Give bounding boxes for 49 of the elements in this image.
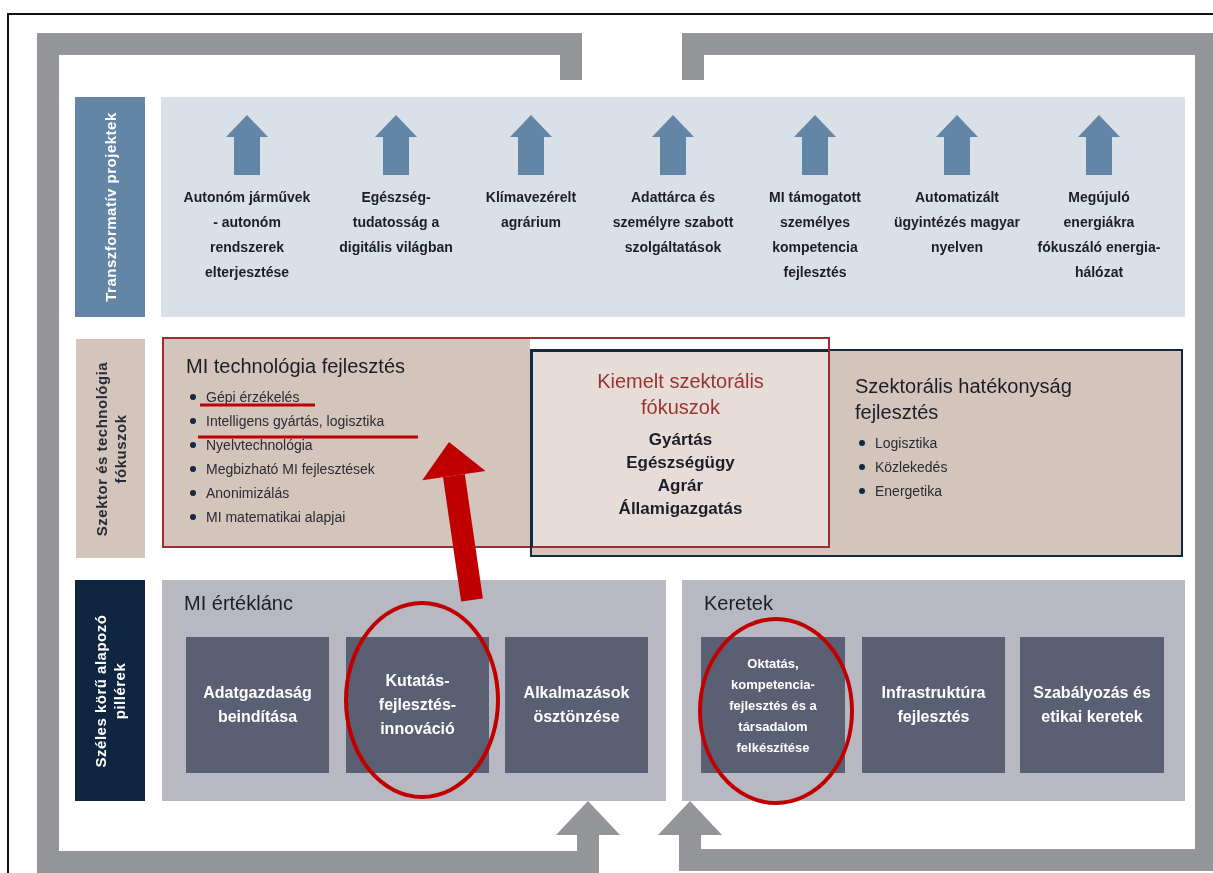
row-label: Szektor és technológia fókuszok [91,360,130,538]
panel-heading: MI technológia fejlesztés [186,354,406,379]
sector-item: Gyártás [648,429,713,451]
project-label: Egészség-tudatosság a digitális világban [330,185,462,260]
list-item: Energetika [855,479,942,503]
list-item: Logisztika [855,431,938,455]
cycle-arrow [658,33,1213,871]
pillar-box [346,637,489,773]
panel-heading: Kiemelt szektorális fókuszok [596,369,765,420]
project-label: Megújuló energiákra fókuszáló energia-hálózat [1033,185,1165,285]
pillar-label: Alkalmazások ösztönzése [522,683,631,727]
pillar-label: Oktatás, kompetencia-fejlesztés és a társadalom felkészítése [728,654,818,757]
pillar-label: Adatgazdaság beindítása [202,683,313,727]
project-band [161,97,1185,317]
list-item: Nyelvtechnológia [186,433,313,457]
cycle-arrow [37,33,620,873]
sector-item: Egészségügy [626,452,735,474]
pillar-label: Infrastruktúra fejlesztés [880,683,987,727]
focus-panel [162,337,530,548]
project-label: Automatizált ügyintézés magyar nyelven [891,185,1023,260]
row-label: Széles körű alapozó pillérek [91,613,129,769]
sector-item: Agrár [657,475,704,497]
pillar-label: Szabályozás és etikai keretek [1032,683,1152,727]
panel-heading: Szektorális hatékonyság fejlesztés [855,374,1073,425]
pillar-label: Kutatás-fejlesztés-innováció [377,671,458,739]
pillar-panel [682,580,1185,801]
project-label: Autonóm járművek - autonóm rendszerek elterjesztése [181,185,313,285]
project-label: Klímavezérelt agrárium [465,185,597,235]
pillar-box [862,637,1005,773]
row-label-band [75,580,145,801]
sector-item: Államigazgatás [618,498,743,520]
list-item: Közlekedés [855,455,948,479]
project-label: MI támogatott személyes kompetencia fejlesztés [749,185,881,285]
panel-heading: MI értéklánc [184,592,293,614]
pillar-box [1020,637,1164,773]
pillar-box [505,637,648,773]
list-item: Megbizható MI fejlesztések [186,457,375,481]
row-label: Transzformatív projektek [100,111,120,304]
row-label-band [75,97,145,317]
list-item: Intelligens gyártás, logisztika [186,409,385,433]
pillar-panel [162,580,666,801]
panel-heading: Keretek [704,592,773,614]
list-item: Gépi érzékelés [186,385,300,409]
pillar-box [701,637,845,773]
list-item: MI matematikai alapjai [186,505,346,529]
list-item: Anonimizálás [186,481,290,505]
pillar-box [186,637,329,773]
project-label: Adattárca és személyre szabott szolgáltatások [607,185,739,260]
row-label-band [76,339,145,558]
